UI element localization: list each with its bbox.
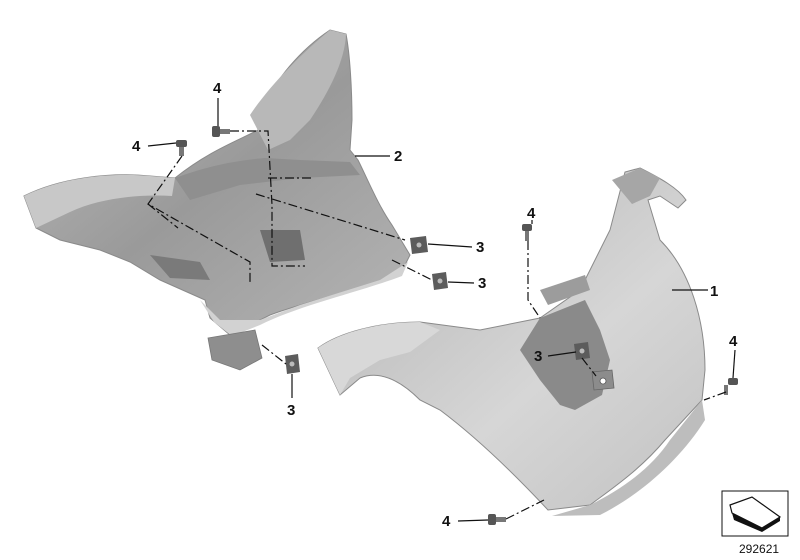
document-number: 292621 bbox=[739, 542, 779, 556]
screw-4-c bbox=[522, 224, 532, 241]
screw-4-d bbox=[724, 378, 738, 395]
mount-bracket bbox=[591, 369, 615, 391]
callout-screw-4-d: 4 bbox=[729, 333, 738, 350]
screw-4-e bbox=[488, 514, 506, 525]
callout-screw-4-b: 4 bbox=[213, 80, 222, 97]
trim-panel-part-1 bbox=[317, 167, 706, 516]
callout-screw-4-c: 4 bbox=[527, 205, 536, 222]
view-direction-arrow-icon bbox=[721, 490, 789, 537]
callout-nut-3-d: 3 bbox=[534, 348, 542, 365]
assembly-lines bbox=[147, 130, 727, 520]
screw-4-a bbox=[176, 140, 187, 156]
clip-nut-3-d bbox=[574, 342, 590, 360]
callout-nut-3-b: 3 bbox=[478, 275, 486, 292]
screw-4-b bbox=[212, 126, 230, 137]
clip-nut-3-b bbox=[432, 272, 448, 290]
callout-part-2: 2 bbox=[394, 148, 402, 165]
callout-leaders bbox=[147, 98, 736, 522]
callout-screw-4-e: 4 bbox=[442, 513, 451, 530]
callout-part-1: 1 bbox=[710, 283, 718, 300]
clip-nut-3-a bbox=[410, 236, 428, 254]
clip-nut-3-c bbox=[285, 354, 300, 374]
trim-panel-part-2 bbox=[23, 29, 411, 371]
callout-nut-3-a: 3 bbox=[476, 239, 484, 256]
callout-screw-4-a: 4 bbox=[132, 138, 141, 155]
callout-nut-3-c: 3 bbox=[287, 402, 295, 419]
